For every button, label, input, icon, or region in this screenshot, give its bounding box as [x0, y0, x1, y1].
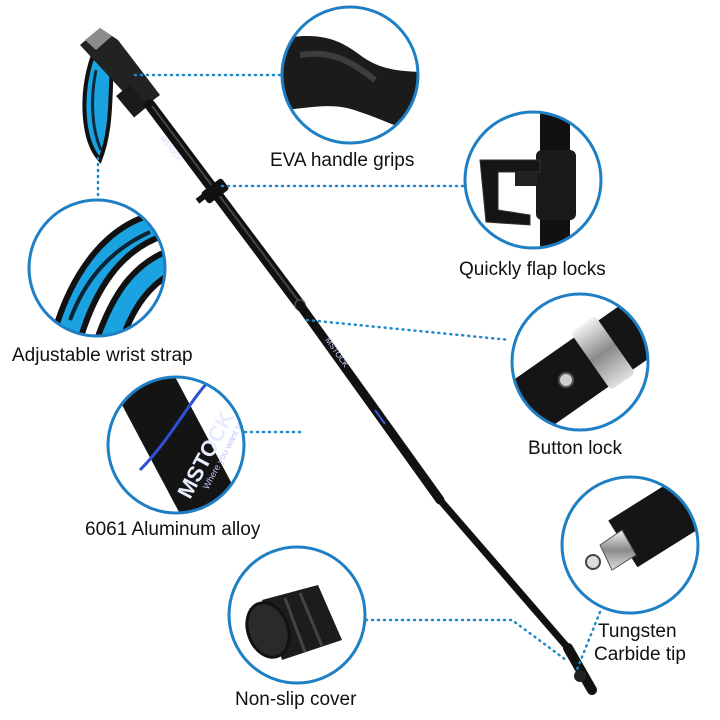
button-pin-icon — [558, 372, 574, 388]
detail-circle-button — [510, 292, 650, 432]
connector-button — [305, 318, 512, 342]
detail-circle-alloy: MSTOCK Where you want to go — [106, 375, 246, 515]
detail-circle-flap — [463, 110, 603, 250]
connector-tip — [574, 610, 602, 674]
button-collar-icon — [572, 317, 634, 389]
connector-lines — [96, 73, 602, 674]
connector-cover — [364, 618, 568, 662]
label-eva-handle-grips: EVA handle grips — [270, 150, 415, 171]
flap-lock-icon — [479, 159, 541, 226]
detail-circle-tip — [560, 475, 700, 615]
label-non-slip-cover: Non-slip cover — [235, 689, 357, 710]
pole-lower-section — [436, 496, 572, 652]
pole-shaft-print: MSTOCK — [323, 336, 350, 370]
label-quick-flap-locks: Quickly flap locks — [459, 259, 606, 280]
label-aluminum-alloy: 6061 Aluminum alloy — [85, 519, 261, 540]
label-button-lock: Button lock — [528, 438, 622, 459]
wrist-strap-icon — [51, 211, 165, 336]
detail-circle-strap — [27, 198, 167, 338]
pole-middle-section — [295, 300, 445, 505]
pole-handle — [80, 28, 160, 110]
detail-circle-cover — [227, 545, 367, 685]
grip-foam-icon — [282, 35, 418, 135]
label-wrist-strap: Adjustable wrist strap — [12, 345, 193, 366]
label-tungsten: Tungsten — [598, 621, 677, 642]
label-carbide-tip: Carbide tip — [594, 644, 686, 665]
carbide-tip-icon — [599, 529, 637, 571]
pole-tip — [563, 643, 597, 695]
pole-upper-section — [144, 99, 306, 311]
pole-wrist-strap — [82, 55, 115, 164]
detail-circle-grips — [280, 5, 420, 145]
